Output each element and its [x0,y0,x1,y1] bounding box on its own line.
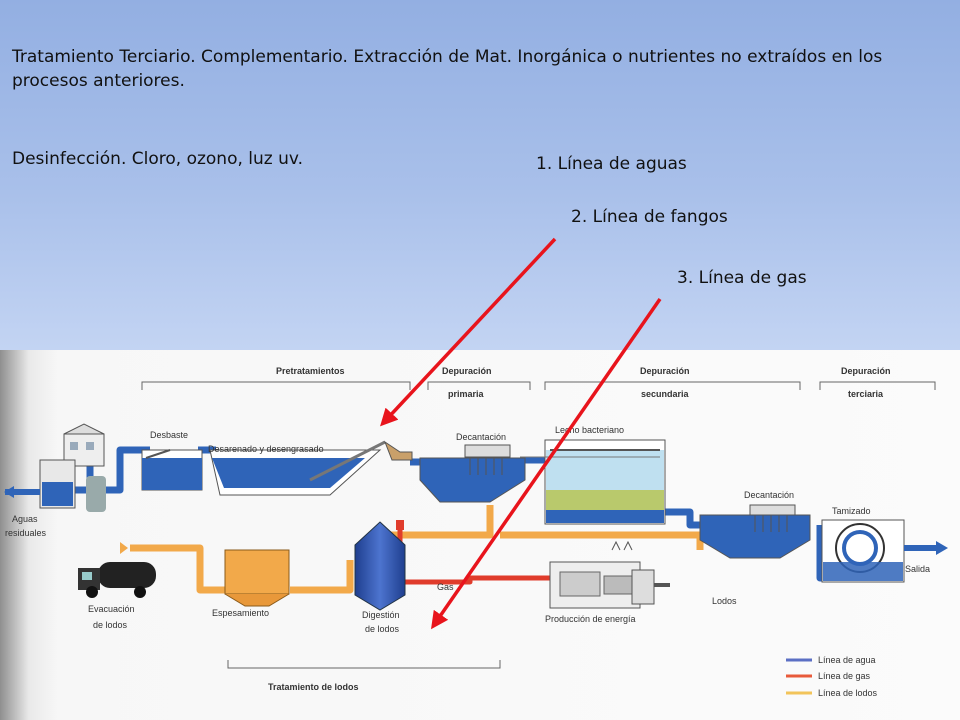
intro-text: Tratamiento Terciario. Complementario. E… [12,47,883,91]
legend: Línea de agua Línea de gas Línea de lodo… [786,655,878,698]
screening-drum [821,519,905,583]
label-decantacion-secundaria: Decantación [744,490,794,500]
label-digestion-2: de lodos [365,624,400,634]
label-lodos: Lodos [712,596,737,606]
label-salida: Salida [905,564,930,574]
section-pretratamientos: Pretratamientos [276,366,345,376]
section-secundaria-1: Depuración [640,366,690,376]
section-terciaria-2: terciaria [848,389,884,399]
section-primaria-2: primaria [448,389,485,399]
treatment-plant-diagram: Pretratamientos Depuración primaria Depu… [0,350,960,720]
section-terciaria-1: Depuración [841,366,891,376]
inlet-arrow [4,486,14,498]
label-residuales: residuales [5,528,47,538]
label-lecho: Lecho bacteriano [555,425,624,435]
label-aguas: Aguas [12,514,38,524]
label-tamizado: Tamizado [832,506,871,516]
label-evacuacion-1: Evacuación [88,604,135,614]
outlet-arrow [936,541,948,555]
line-gas-label: 3. Línea de gas [677,268,807,288]
label-desarenado: Desarenado y desengrasado [208,444,324,454]
secondary-decanter [699,504,811,559]
label-tratamiento-lodos: Tratamiento de lodos [268,682,359,692]
section-primaria-1: Depuración [442,366,492,376]
sludge-arrow [120,542,128,554]
disinfection-text: Desinfección. Cloro, ozono, luz uv. [12,149,304,169]
legend-water-label: Línea de agua [818,655,876,665]
label-produccion: Producción de energía [545,614,636,624]
label-evacuacion-2: de lodos [93,620,128,630]
legend-gas-label: Línea de gas [818,671,871,681]
label-espesamiento: Espesamiento [212,608,269,618]
pretreatment-tanks [141,440,413,496]
sludge-truck [78,562,156,598]
line-sludge-label: 2. Línea de fangos [571,207,728,227]
label-digestion-1: Digestión [362,610,400,620]
line-water-label: 1. Línea de aguas [536,154,687,174]
section-secundaria-2: secundaria [641,389,690,399]
label-gas: Gas [437,582,454,592]
thickener [224,549,290,607]
inlet-building [39,423,106,512]
label-desbaste: Desbaste [150,430,188,440]
sludge-digester [354,520,406,611]
label-decantacion-primaria: Decantación [456,432,506,442]
legend-sludge-label: Línea de lodos [818,688,878,698]
